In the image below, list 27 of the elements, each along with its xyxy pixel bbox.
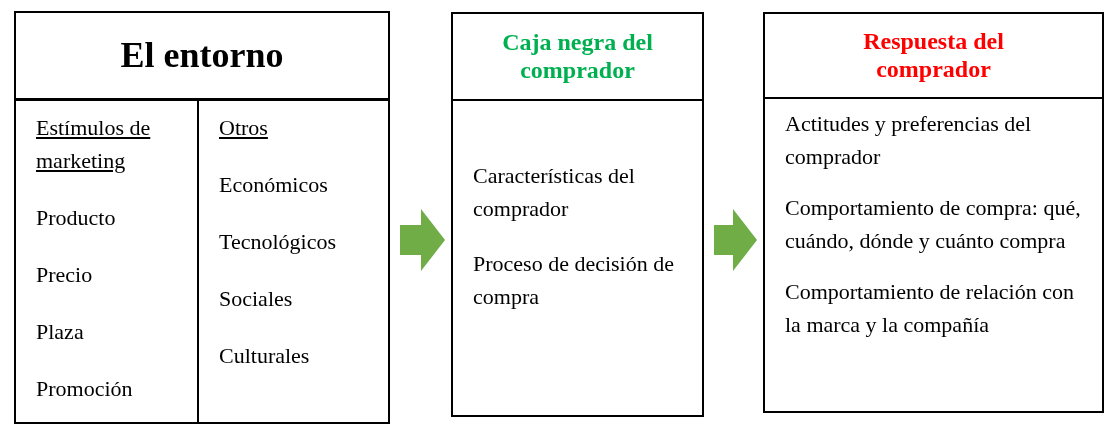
header-box: [14, 11, 390, 100]
list-item: Producto: [36, 204, 116, 232]
list-item: Proceso de decisión de compra: [473, 250, 675, 311]
list-item: Precio: [36, 261, 93, 289]
content-box: [197, 99, 390, 424]
list-item: Actitudes y preferencias del comprador: [785, 110, 1033, 171]
block-arrow: [714, 209, 757, 271]
heading: Respuesta del comprador: [862, 27, 1005, 84]
content-box: [763, 97, 1104, 413]
block-arrow: [400, 209, 445, 271]
list-item: Comportamiento de relación con la marca y la compañía: [785, 278, 1075, 339]
list-item: Sociales: [219, 285, 293, 313]
list-item: Promoción: [36, 375, 133, 403]
list-item: Tecnológicos: [219, 228, 336, 256]
content-box: [14, 99, 199, 424]
list-item: Comportamiento de compra: qué, cuándo, dónde y cuánto compra: [785, 194, 1082, 255]
heading: Caja negra del comprador: [501, 28, 654, 85]
list-item: Plaza: [36, 318, 84, 346]
list-item: Culturales: [219, 342, 310, 370]
heading: El entorno: [120, 34, 284, 77]
list-item: Económicos: [219, 171, 328, 199]
list-item: Características del comprador: [473, 162, 636, 223]
column-heading: Otros: [219, 114, 268, 142]
header-box: [451, 12, 704, 101]
column-heading: Estímulos de marketing: [36, 114, 152, 175]
content-box: [451, 99, 704, 417]
header-box: [763, 12, 1104, 99]
